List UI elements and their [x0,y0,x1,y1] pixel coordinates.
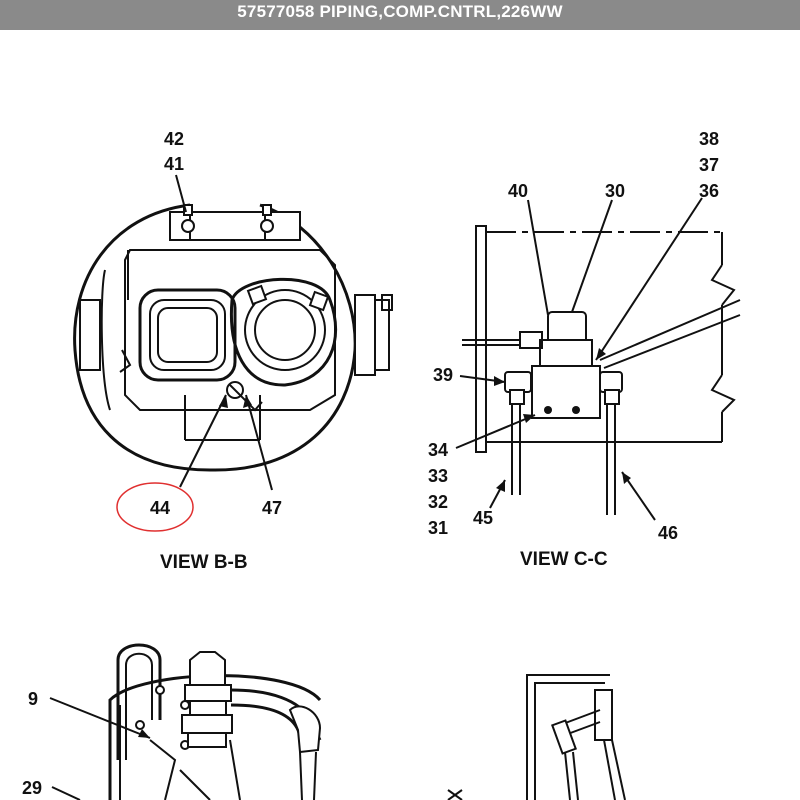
callout-32: 32 [428,492,448,512]
callout-30: 30 [605,181,625,201]
callout-36: 36 [699,181,719,201]
callout-33: 33 [428,466,448,486]
page-header: 57577058 PIPING,COMP.CNTRL,226WW [0,0,800,30]
page-title: 57577058 PIPING,COMP.CNTRL,226WW [237,2,563,21]
view-cc-drawing [455,197,741,521]
callout-38: 38 [699,129,719,149]
callout-42: 42 [164,129,184,149]
callout-29: 29 [22,778,42,798]
lower-bracket-drawing [447,674,626,800]
callout-39: 39 [433,365,453,385]
callout-9: 9 [28,689,38,709]
view-bb-drawing [73,174,393,491]
callout-44: 44 [150,498,170,518]
callout-46: 46 [658,523,678,543]
lower-tank-drawing [49,643,322,800]
callout-40: 40 [508,181,528,201]
callout-34: 34 [428,440,448,460]
view-bb-label: VIEW B-B [160,552,248,573]
callout-47: 47 [262,498,282,518]
highlight-circle [116,482,194,532]
callout-41: 41 [164,154,184,174]
view-cc-label: VIEW C-C [520,549,608,570]
callout-31: 31 [428,518,448,538]
callout-45: 45 [473,508,493,528]
callout-37: 37 [699,155,719,175]
